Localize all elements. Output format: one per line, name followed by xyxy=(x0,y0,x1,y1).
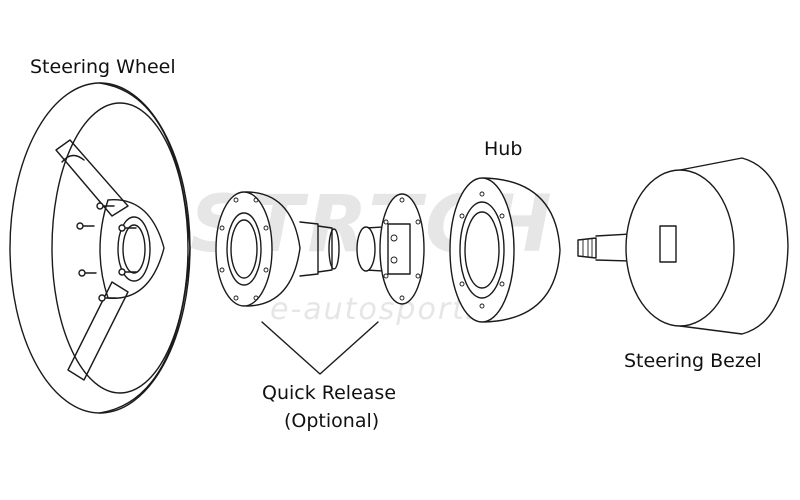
wheel-bolts xyxy=(76,202,137,302)
label-quick-release: Quick Release xyxy=(262,382,397,404)
quick-release-leader-lines xyxy=(261,321,379,375)
quick-release-body-drawing xyxy=(215,191,340,307)
quick-release-plate-drawing xyxy=(356,193,425,305)
hub-drawing xyxy=(449,177,561,323)
steering-wheel-drawing xyxy=(9,82,191,414)
label-quick-release-optional: (Optional) xyxy=(284,410,380,432)
label-steering-bezel: Steering Bezel xyxy=(624,350,762,372)
label-hub: Hub xyxy=(484,138,523,160)
label-steering-wheel: Steering Wheel xyxy=(30,56,176,78)
steering-bezel-drawing xyxy=(625,157,789,335)
watermark-subtitle: e-autosports xyxy=(270,292,484,327)
